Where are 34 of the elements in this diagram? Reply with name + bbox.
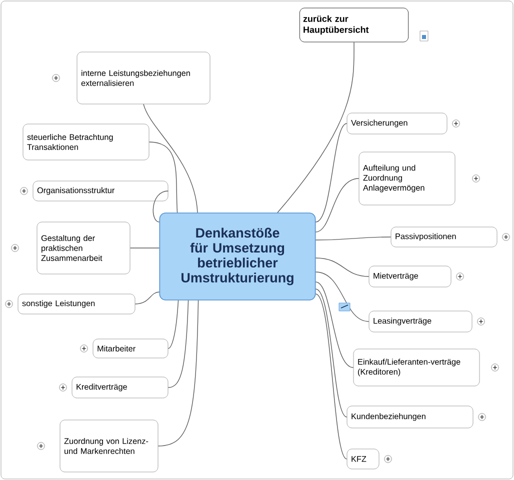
topic-box: Aufteilung und Zuordnung Anlagevermögen xyxy=(358,152,456,206)
branch-line xyxy=(315,272,370,322)
branch-line xyxy=(315,282,354,368)
topic-box: Versicherungen xyxy=(346,112,448,134)
topic-box: Passivpositionen xyxy=(390,226,498,248)
topic-box: Einkauf/Lieferanten-verträge (Kreditoren) xyxy=(353,348,480,386)
branch-line xyxy=(168,300,189,388)
topic-box: steuerliche Betrachtung Transaktionen xyxy=(22,124,150,160)
topic-box: Zuordnung von Lizenz- und Markenrechten xyxy=(60,420,158,472)
branch-line xyxy=(315,294,348,460)
branch-line xyxy=(315,178,360,232)
topic-box: Mitarbeiter xyxy=(92,338,168,358)
link-topic-box: zurück zur Hauptübersicht xyxy=(299,8,409,42)
topic-box: Kreditverträge xyxy=(72,376,168,398)
branch-line xyxy=(315,236,392,240)
branch-line xyxy=(315,288,348,418)
branch-line xyxy=(152,190,169,222)
branch-line xyxy=(315,258,370,277)
topic-box: KFZ xyxy=(346,448,380,470)
topic-box: Leasingverträge xyxy=(368,310,472,332)
central-topic-box: Denkanstöße für Umsetzung betrieblicher Umstrukturierung xyxy=(159,212,316,300)
topic-box: Organisationsstruktur xyxy=(32,180,168,202)
topic-box: sonstige Leistungen xyxy=(18,294,136,314)
branch-line xyxy=(143,104,198,213)
branch-line xyxy=(134,292,160,304)
branch-line xyxy=(315,123,348,222)
topic-box: Gestaltung der praktischen Zusammenarbeit xyxy=(36,222,130,274)
branch-line xyxy=(158,300,199,446)
topic-box: Mietverträge xyxy=(368,266,452,288)
topic-box: interne Leistungsbeziehungen externalisieren xyxy=(76,52,210,104)
branch-line xyxy=(148,142,178,213)
branch-line xyxy=(168,300,179,349)
branch-line xyxy=(277,42,354,213)
topic-box: Kundenbeziehungen xyxy=(346,406,474,428)
